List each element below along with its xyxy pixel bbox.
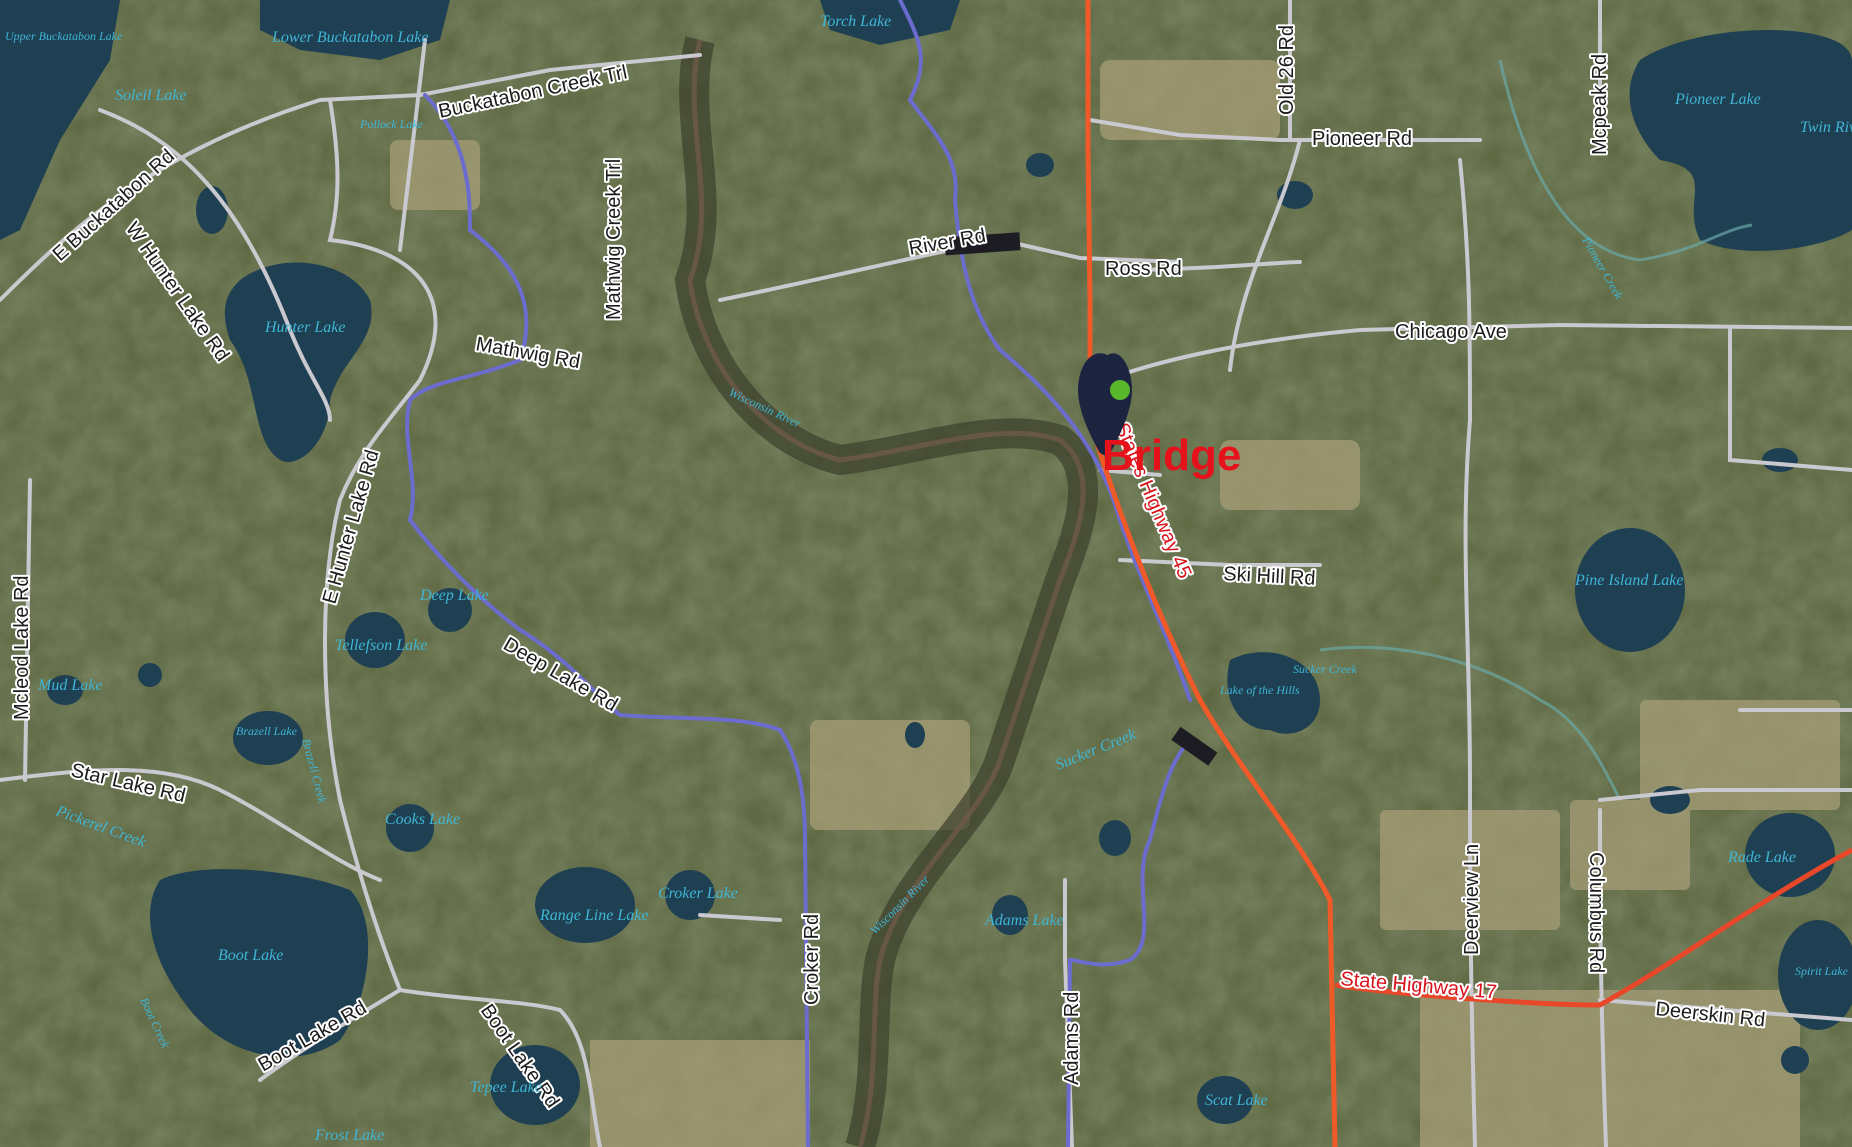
- pioneer-lake: [1629, 30, 1852, 251]
- label-torch-lake: Torch Lake: [820, 13, 891, 30]
- label-frost-lake: Frost Lake: [314, 1127, 384, 1144]
- label-adams-rd: Adams Rd: [1061, 992, 1083, 1085]
- adams-lake: [992, 895, 1028, 935]
- upper-buckatabon-lake: [0, 0, 120, 240]
- label-tepee-lake: Tepee Lake: [470, 1079, 542, 1096]
- label-spirit-lake: Spirit Lake: [1795, 964, 1849, 978]
- label-upper-buckatabon-lake: Upper Buckatabon Lake: [5, 29, 123, 43]
- label-soleil-lake: Soleil Lake: [115, 87, 187, 104]
- label-deep-lake: Deep Lake: [419, 587, 489, 604]
- label-pioneer-lake: Pioneer Lake: [1674, 91, 1761, 108]
- label-lower-buckatabon-lake: Lower Buckatabon Lake: [271, 29, 428, 46]
- scat-lake: [1197, 1076, 1253, 1124]
- bridge-label: Bridge: [1102, 431, 1241, 480]
- label-mud-lake: Mud Lake: [37, 677, 102, 694]
- label-brazell-lake: Brazell Lake: [236, 724, 298, 738]
- pine-island-lake: [1575, 528, 1685, 652]
- hunter-lake: [224, 262, 372, 462]
- label-twin-rivers: Twin Rivers: [1800, 119, 1852, 136]
- mud-lake: [47, 675, 83, 705]
- bridge-location-dot: [1110, 380, 1130, 400]
- label-range-line-lake: Range Line Lake: [539, 907, 648, 924]
- label-croker-rd: Croker Rd: [801, 914, 823, 1005]
- brazell-lake: [233, 711, 303, 765]
- label-pine-island-lake: Pine Island Lake: [1574, 572, 1683, 589]
- label-croker-lake: Croker Lake: [658, 885, 738, 902]
- rade-lake: [1745, 813, 1835, 897]
- label-adams-lake: Adams Lake: [984, 912, 1064, 929]
- label-pollock-lake: Pollock Lake: [359, 117, 424, 131]
- label-mathwig-creek-trl: Mathwig Creek Trl: [603, 159, 625, 320]
- label-old-26-rd: Old 26 Rd: [1276, 25, 1298, 115]
- deep-lake: [428, 588, 472, 632]
- label-lake-of-the-hills: Lake of the Hills: [1219, 683, 1300, 697]
- pioneer-creek: [1498, 59, 1753, 262]
- trails: [405, 0, 1192, 1147]
- label-ross-rd: Ross Rd: [1105, 258, 1182, 280]
- sucker-creek: [1319, 645, 1622, 801]
- label-tellefson-lake: Tellefson Lake: [335, 637, 427, 654]
- label-hunter-lake: Hunter Lake: [264, 319, 345, 336]
- label-pioneer-rd: Pioneer Rd: [1312, 128, 1412, 150]
- boot-lake: [150, 869, 369, 1057]
- label-mcpeak-rd: Mcpeak Rd: [1589, 54, 1611, 155]
- cleared-land: [390, 60, 1840, 1147]
- tellefson-lake: [345, 612, 405, 668]
- torch-lake: [820, 0, 960, 45]
- spirit-lake: [1778, 920, 1852, 1030]
- label-cooks-lake: Cooks Lake: [385, 811, 460, 828]
- tepee-lake: [490, 1045, 580, 1125]
- wisconsin-river: [687, 39, 1086, 1147]
- bridge-marker[interactable]: [1078, 353, 1132, 455]
- label-sucker-creek-1: Sucker Creek: [1293, 662, 1358, 676]
- state-highway-17: [1334, 847, 1852, 1008]
- range-line-lake: [535, 867, 635, 943]
- label-scat-lake: Scat Lake: [1205, 1092, 1268, 1109]
- label-columbus-rd: Columbus Rd: [1585, 852, 1607, 973]
- label-boot-lake: Boot Lake: [218, 947, 283, 964]
- lake-of-the-hills: [1227, 652, 1320, 734]
- label-chicago-ave: Chicago Ave: [1395, 321, 1507, 343]
- cooks-lake: [386, 804, 434, 852]
- structure-markers: [944, 232, 1218, 766]
- label-deerview-ln: Deerview Ln: [1461, 844, 1483, 955]
- croker-lake: [665, 870, 715, 920]
- label-rade-lake: Rade Lake: [1727, 849, 1796, 866]
- lower-buckatabon-lake: [260, 0, 450, 60]
- label-mcleod-lake-rd: Mcleod Lake Rd: [11, 575, 33, 720]
- us-highway-45: [1085, 0, 1338, 1147]
